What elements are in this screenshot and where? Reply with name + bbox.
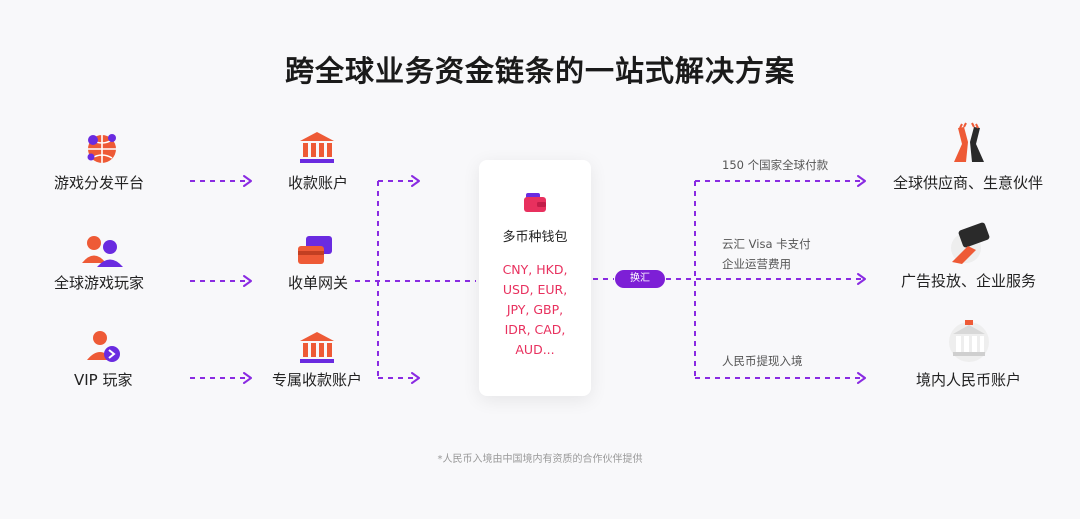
account-label-2: 收单网关: [288, 274, 349, 292]
source-label-3: VIP 玩家: [74, 371, 133, 389]
route-label-3: 人民币提现入境: [722, 354, 803, 368]
vip-user-icon: [86, 330, 122, 368]
multi-currency-wallet-card: 多币种钱包 CNY, HKD, USD, EUR, JPY, GBP, IDR,…: [479, 160, 591, 396]
route-label-1: 150 个国家全球付款: [722, 158, 829, 172]
page-title: 跨全球业务资金链条的一站式解决方案: [284, 54, 795, 88]
currency-line: CNY, HKD,: [502, 262, 568, 277]
arrowhead-source-3: [243, 372, 252, 384]
currency-line: AUD...: [515, 342, 555, 357]
footnote: *人民币入境由中国境内有资质的合作伙伴提供: [437, 454, 643, 465]
account-label-1: 收款账户: [288, 174, 349, 192]
arrowhead-source-2: [243, 275, 252, 287]
wallet-title: 多币种钱包: [502, 230, 568, 245]
arrowhead-dest-3: [857, 372, 866, 384]
destination-label-3: 境内人民币账户: [916, 371, 1022, 389]
arrowhead-source-1: [243, 175, 252, 187]
globe-icon: [84, 130, 120, 170]
wallet-icon: [522, 192, 548, 218]
arrowhead-dest-1: [857, 175, 866, 187]
account-label-3: 专属收款账户: [272, 371, 363, 389]
exchange-badge: 换汇: [615, 270, 665, 288]
currency-line: IDR, CAD,: [504, 322, 566, 337]
users-icon: [80, 234, 126, 272]
destination-label-2: 广告投放、企业服务: [901, 272, 1037, 290]
currency-line: USD, EUR,: [502, 282, 568, 297]
currency-list: CNY, HKD, USD, EUR, JPY, GBP, IDR, CAD, …: [479, 260, 591, 360]
source-label-2: 全球游戏玩家: [54, 274, 145, 292]
destination-label-1: 全球供应商、生意伙伴: [893, 174, 1044, 192]
card-gateway-icon: [296, 234, 336, 272]
route-label-2a: 云汇 Visa 卡支付: [722, 237, 811, 251]
domestic-bank-icon: [948, 318, 990, 366]
arrowhead-collector-bottom: [411, 372, 420, 384]
bank-icon: [298, 130, 336, 168]
arrowhead-collector-top: [411, 175, 420, 187]
arrowhead-dest-2: [857, 273, 866, 285]
route-label-2b: 企业运营费用: [722, 257, 791, 271]
visa-card-icon: [946, 222, 994, 270]
exclusive-bank-icon: [298, 330, 336, 368]
handshake-icon: [948, 122, 990, 170]
source-label-1: 游戏分发平台: [54, 174, 145, 192]
currency-line: JPY, GBP,: [506, 302, 564, 317]
